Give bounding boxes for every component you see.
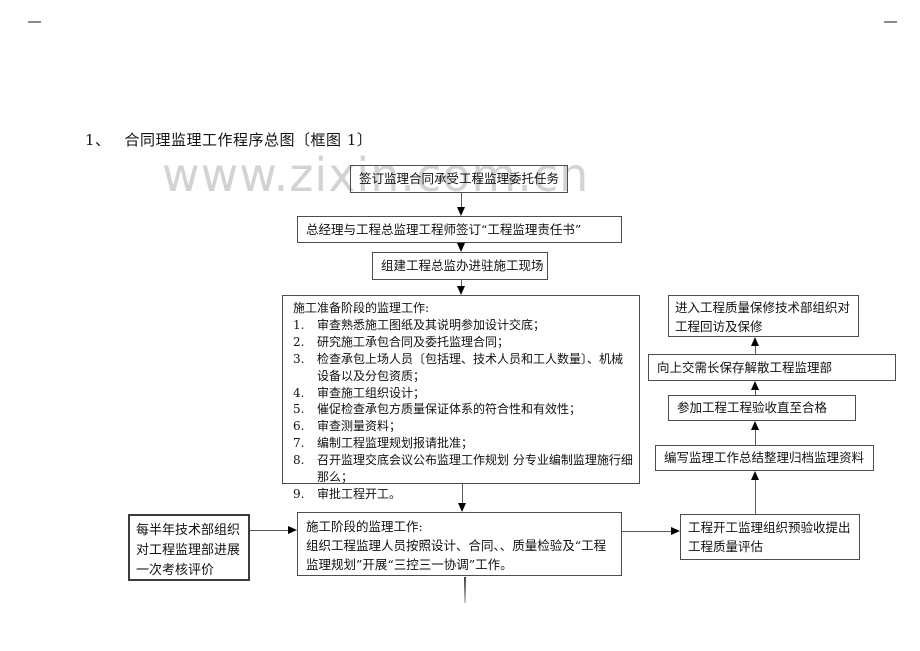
prep-item: 5. 催促检查承包方质量保证体系的符合性和有效性； [293, 401, 634, 418]
box-assessment: 每半年技术部组织对工程监理部进展一次考核评价 [128, 514, 250, 581]
connector-acceptance-to-dissolve [755, 390, 756, 395]
prep-item-text: 研究施工承包合同及委托监理合同； [317, 334, 510, 349]
table-corner-mark-left [28, 21, 41, 23]
box-summary-archive: 编写监理工作总结整理归档监理资料 [655, 445, 874, 471]
prep-item-text: 催促检查承包方质量保证体系的符合性和有效性； [317, 402, 582, 417]
box-site-entry: 组建工程总监办进驻施工现场 [372, 252, 548, 280]
prep-heading: 施工准备阶段的监理工作: [293, 301, 430, 315]
box-pre-acceptance: 工程开工监理组织预验收提出工程质量评估 [680, 514, 860, 560]
prep-item: 6. 审查测量资料； [293, 418, 634, 435]
arrowhead-up-icon [751, 381, 759, 390]
arrowhead-right-icon [671, 527, 680, 535]
connector-prep-to-construction [462, 484, 463, 503]
prep-item: 8. 召开监理交底会议公布监理工作规划 分专业编制监理施行细那么； [293, 452, 634, 486]
prep-item: 1. 审查熟悉施工图纸及其说明参加设计交底； [293, 317, 634, 334]
prep-item-num: 6. [293, 419, 305, 434]
arrowhead-up-icon [751, 421, 759, 430]
prep-item-text: 审查施工组织设计； [317, 385, 426, 400]
prep-item-text: 召开监理交底会议公布监理工作规划 分专业编制监理施行细那么； [317, 453, 633, 485]
arrowhead-up-icon [751, 337, 759, 346]
connector-assessment-to-construction [250, 530, 288, 531]
arrowhead-down-icon [457, 207, 465, 216]
prep-item-num: 4. [293, 385, 305, 400]
box-preparation-stage: 施工准备阶段的监理工作: 1. 审查熟悉施工图纸及其说明参加设计交底； 2. 研… [282, 295, 640, 501]
connector-site-to-prep [461, 280, 462, 286]
page-title: 1、合同理监理工作程序总图〔框图 1〕 [85, 129, 372, 150]
box-responsibility-agreement: 总经理与工程总监理工程师签订“工程监理责任书” [297, 216, 622, 243]
connector-dissolve-to-warranty [755, 346, 756, 354]
connector-preacceptance-to-summary [755, 480, 756, 514]
prep-item: 4. 审查施工组织设计； [293, 385, 634, 402]
prep-item-num: 3. [293, 351, 305, 366]
prep-item-text: 审查熟悉施工图纸及其说明参加设计交底； [317, 317, 546, 332]
arrowhead-down-icon [458, 503, 466, 512]
arrowhead-up-icon [751, 471, 759, 480]
box-warranty-visits: 进入工程质量保修技术部组织对工程回访及保修 [668, 295, 859, 337]
box-dissolve-department: 向上交需长保存解散工程监理部 [648, 354, 896, 381]
prep-item: 3. 检查承包上场人员〔包括理、技术人员和工人数量〕、机械设备以及分包资质； [293, 351, 634, 385]
connector-construction-continuation [464, 577, 466, 603]
prep-item-num: 7. [293, 436, 305, 451]
construction-heading: 施工阶段的监理工作: [306, 519, 423, 534]
box-sign-contract: 签订监理合同承受工程监理委托任务 [350, 165, 568, 193]
prep-item: 2. 研究施工承包合同及委托监理合同； [293, 334, 634, 351]
prep-item: 9. 审批工程开工。 [293, 486, 634, 503]
prep-item-num: 1. [293, 317, 305, 332]
box-final-acceptance: 参加工程工程验收直至合格 [668, 395, 856, 421]
watermark-text: www.zixin.com.cn [162, 148, 590, 202]
table-corner-mark-right [884, 21, 897, 23]
connector-sign-to-resp [461, 193, 462, 207]
prep-item-num: 8. [293, 453, 305, 468]
prep-item-num: 2. [293, 334, 305, 349]
arrowhead-right-icon [288, 526, 297, 534]
prep-item-text: 审查测量资料； [317, 419, 402, 434]
box-construction-stage: 施工阶段的监理工作: 组织工程监理人员按照设计、合同、、质量检验及“工程监理规划… [297, 512, 622, 576]
prep-item-num: 9. [293, 486, 305, 501]
prep-item-num: 5. [293, 402, 305, 417]
arrowhead-down-icon [457, 243, 465, 252]
title-text: 合同理监理工作程序总图〔框图 1〕 [124, 131, 373, 149]
title-number: 1、 [85, 131, 111, 149]
prep-item-text: 审批工程开工。 [317, 486, 402, 501]
construction-body: 组织工程监理人员按照设计、合同、、质量检验及“工程监理规划”开展“三控三一协调”… [306, 538, 607, 572]
prep-item-text: 检查承包上场人员〔包括理、技术人员和工人数量〕、机械设备以及分包资质； [317, 351, 624, 383]
connector-summary-to-acceptance [755, 430, 756, 445]
prep-item-text: 编制工程监理规划报请批准； [317, 436, 474, 451]
arrowhead-down-icon [457, 286, 465, 295]
prep-item: 7. 编制工程监理规划报请批准； [293, 435, 634, 452]
connector-construction-to-preacceptance [622, 531, 671, 532]
